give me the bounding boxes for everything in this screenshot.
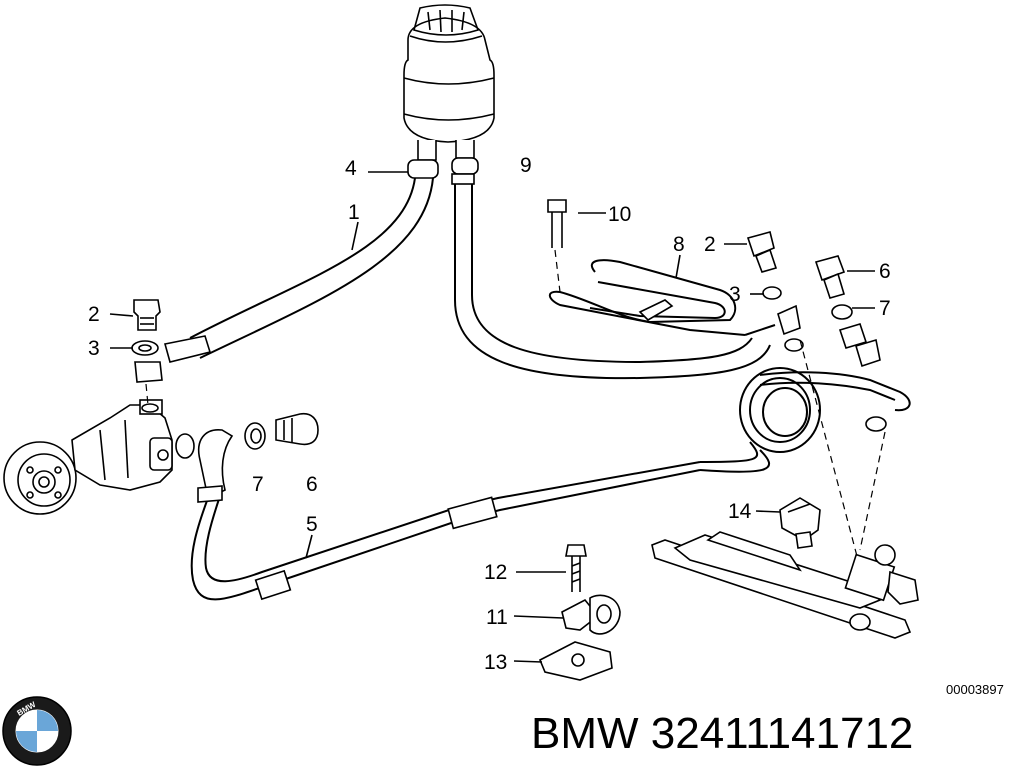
callout-11: 11 xyxy=(486,606,508,629)
callout-6-right: 6 xyxy=(879,260,891,283)
bolt-12 xyxy=(565,544,587,592)
coiled-pressure-line xyxy=(699,367,911,473)
steering-rack xyxy=(651,531,919,639)
mounting-clip-11 xyxy=(561,594,621,635)
callout-1: 1 xyxy=(348,201,360,224)
callout-4: 4 xyxy=(345,157,357,180)
bmw-logo: BMW xyxy=(2,696,72,766)
pressure-hose xyxy=(190,429,701,601)
cooler-fittings xyxy=(547,199,887,432)
callout-13: 13 xyxy=(484,651,507,674)
callout-12: 12 xyxy=(484,561,507,584)
assembly-lines xyxy=(145,249,886,561)
callout-8: 8 xyxy=(673,233,685,256)
callout-9: 9 xyxy=(520,154,532,177)
callout-labels: 4 1 9 10 8 2 3 6 7 2 3 7 6 5 14 12 11 13… xyxy=(88,154,1004,697)
oil-cooler-pipe xyxy=(548,259,776,336)
callout-10: 10 xyxy=(608,203,631,226)
suction-hose xyxy=(163,159,439,363)
power-steering-pump xyxy=(3,399,173,515)
callout-2-left: 2 xyxy=(88,303,100,326)
callout-14: 14 xyxy=(728,500,752,523)
fluid-reservoir xyxy=(403,4,495,161)
callout-7-right: 7 xyxy=(879,297,891,320)
callout-7-left: 7 xyxy=(252,473,264,496)
page-title: BMW 32411141712 xyxy=(531,709,913,758)
callout-3-right: 3 xyxy=(729,283,741,306)
callout-6-left: 6 xyxy=(306,473,318,496)
return-hose xyxy=(451,157,771,380)
hose-clamp-14 xyxy=(779,497,821,549)
callout-5: 5 xyxy=(306,513,318,536)
leader-lines xyxy=(109,171,875,663)
callout-3-left: 3 xyxy=(88,337,100,360)
diagram-number: 00003897 xyxy=(946,682,1004,697)
callout-2-right: 2 xyxy=(704,233,716,256)
nut-clip-13 xyxy=(538,641,613,681)
